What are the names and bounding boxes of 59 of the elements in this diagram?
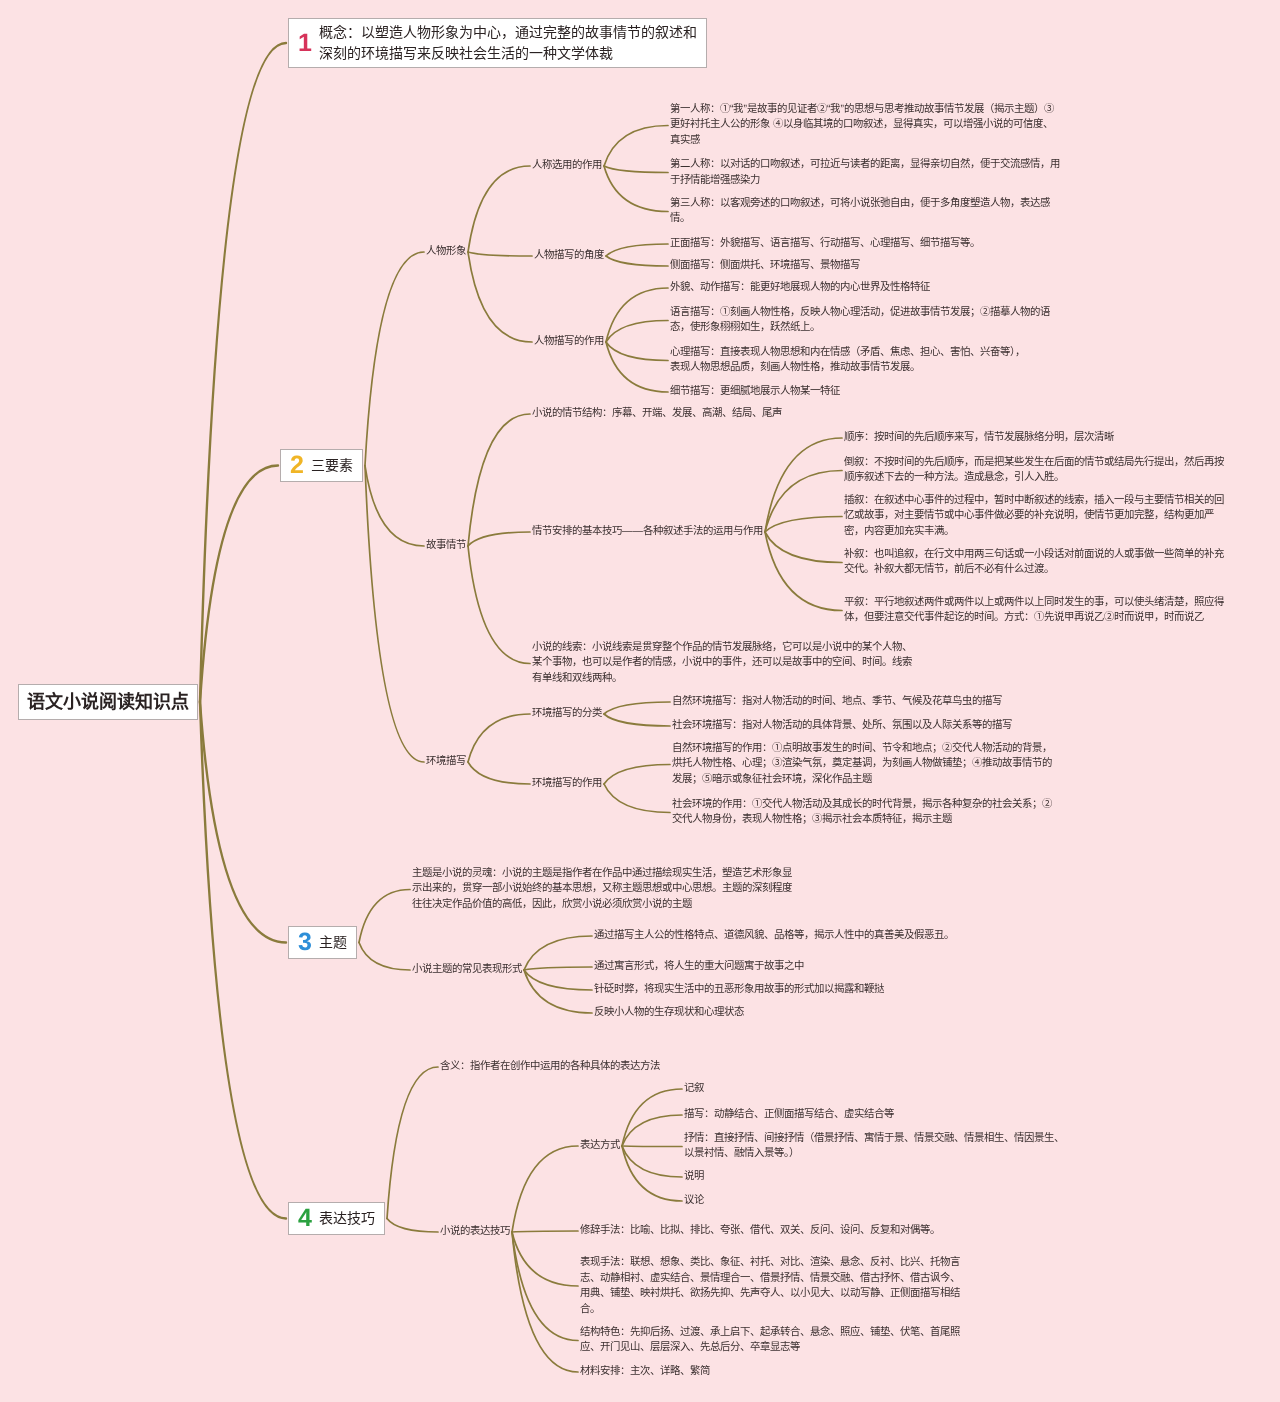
branch-line [358,888,411,944]
branch-line [523,969,593,991]
branch-line [621,1114,683,1147]
topic-number: 1 [298,30,312,56]
branch-line [523,969,593,1014]
branch-line [364,464,425,547]
topic-box [288,925,357,959]
branch-line [511,1230,579,1233]
branch-line [605,341,669,393]
branch-line [603,701,671,715]
branch-line [764,531,843,564]
branch-line [603,165,669,213]
topic-box [288,1201,385,1235]
branch-line [621,1145,683,1148]
branch-line [467,713,531,763]
topic-box [280,448,363,482]
branch-line [621,1145,683,1178]
branch-line [764,437,843,533]
branch-line [198,700,288,944]
branch-line [523,935,593,971]
branch-line [467,251,533,257]
topic-number: 2 [290,452,304,478]
branch-line [605,341,669,362]
branch-line [603,713,671,727]
branch-line [603,763,671,785]
branch-line [621,1088,683,1147]
branch-line [467,531,531,547]
branch-line [358,941,411,971]
branch-line [386,1217,439,1233]
branch-line [605,287,669,343]
branch-line [467,761,531,785]
branch-line [603,124,669,167]
branch-line [605,243,669,257]
branch-line [511,1145,579,1233]
branch-line [523,966,593,971]
branch-line [364,251,425,467]
branch-line [511,1231,579,1287]
branch-line [605,255,669,267]
branch-line [605,319,669,343]
branch-line [603,783,671,814]
branch-line [511,1231,579,1373]
branch-line [764,515,843,533]
branch-line [198,700,288,1220]
topic-number: 4 [298,1205,312,1231]
branch-line [467,251,533,343]
branch-line [467,165,531,253]
topic-box [288,18,707,68]
branch-line [764,469,843,533]
branch-line [467,545,531,665]
branch-line [621,1145,683,1202]
topic-box: 语文小说阅读知识点 [18,684,198,720]
branch-line [467,413,531,547]
branch-line [764,531,843,612]
branch-line [386,1066,439,1220]
topic-number: 3 [298,929,312,955]
branch-line [364,464,425,763]
branch-line [511,1231,579,1342]
branch-line [198,464,280,704]
branch-line [603,165,669,174]
